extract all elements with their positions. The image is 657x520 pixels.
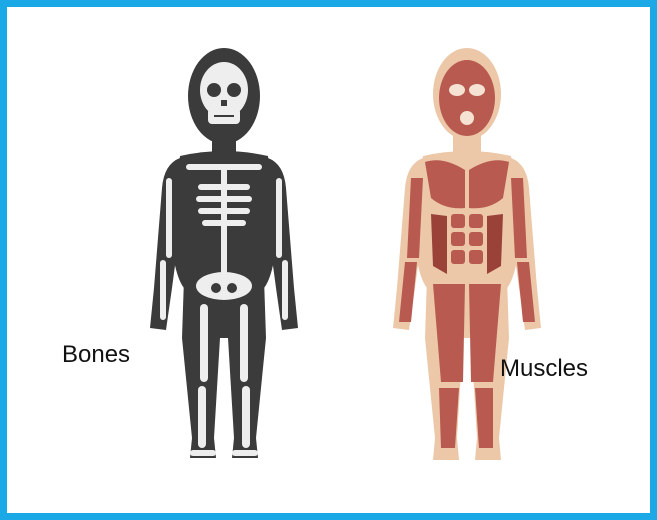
muscle-figure-icon bbox=[385, 38, 555, 473]
skeleton-figure-icon bbox=[140, 38, 320, 473]
bones-label: Bones bbox=[62, 343, 130, 367]
muscles-label: Muscles bbox=[500, 357, 588, 381]
